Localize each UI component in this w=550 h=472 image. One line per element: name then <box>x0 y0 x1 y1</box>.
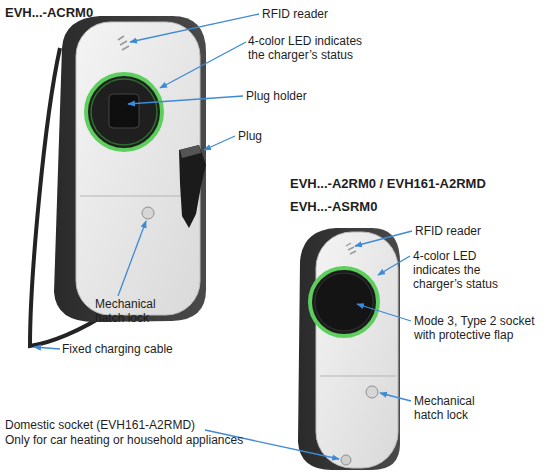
led-ring <box>86 74 162 150</box>
leader-line <box>128 96 243 104</box>
plug-body <box>179 145 206 228</box>
part-label: Fixed charging cable <box>62 342 222 356</box>
charger-body <box>54 16 206 322</box>
part-label: Mechanical hatch lock <box>95 297 167 325</box>
leader-line <box>378 256 410 275</box>
plug-holder <box>109 94 139 128</box>
socket-flap <box>315 273 373 331</box>
model-heading: EVH...-A2RM0 / EVH161-A2RMD <box>290 176 486 191</box>
part-label: 4-color LED indicates the charger’s stat… <box>413 249 505 291</box>
leader-line <box>380 393 411 401</box>
hatch-lock <box>366 386 378 398</box>
model-heading: EVH...-ACRM0 <box>5 5 93 20</box>
part-label: Plug holder <box>246 89 366 103</box>
rfid-symbol <box>346 243 356 254</box>
note-label: Domestic socket (EVH161-A2RMD) <box>5 418 305 432</box>
model-heading: EVH...-ASRM0 <box>290 199 377 214</box>
domestic-socket <box>341 455 351 465</box>
hatch-lock <box>142 207 154 219</box>
led-ring-inner <box>91 79 157 145</box>
part-label: Plug <box>238 129 298 143</box>
leader-line <box>204 136 235 150</box>
leader-line <box>355 231 412 246</box>
hatch-seam <box>80 196 198 197</box>
leader-line <box>130 14 259 42</box>
leader-line <box>160 42 246 88</box>
led-ring <box>310 268 378 336</box>
leader-line <box>118 221 146 296</box>
part-label: RFID reader <box>415 224 535 238</box>
part-label: Mode 3, Type 2 socket with protective fl… <box>414 314 549 342</box>
part-label: 4-color LED indicates the charger’s stat… <box>248 34 380 62</box>
hatch-seam <box>320 376 396 377</box>
part-label: RFID reader <box>262 7 382 21</box>
leader-line <box>357 304 411 321</box>
leader-lines <box>34 14 412 459</box>
part-label: Mechanical hatch lock <box>414 394 486 422</box>
leader-line <box>34 347 60 349</box>
note-label: Only for car heating or household applia… <box>5 433 325 447</box>
charger-face <box>316 232 398 468</box>
rfid-symbol <box>118 36 129 50</box>
plug-tip <box>180 145 201 158</box>
charger-body <box>298 228 400 470</box>
